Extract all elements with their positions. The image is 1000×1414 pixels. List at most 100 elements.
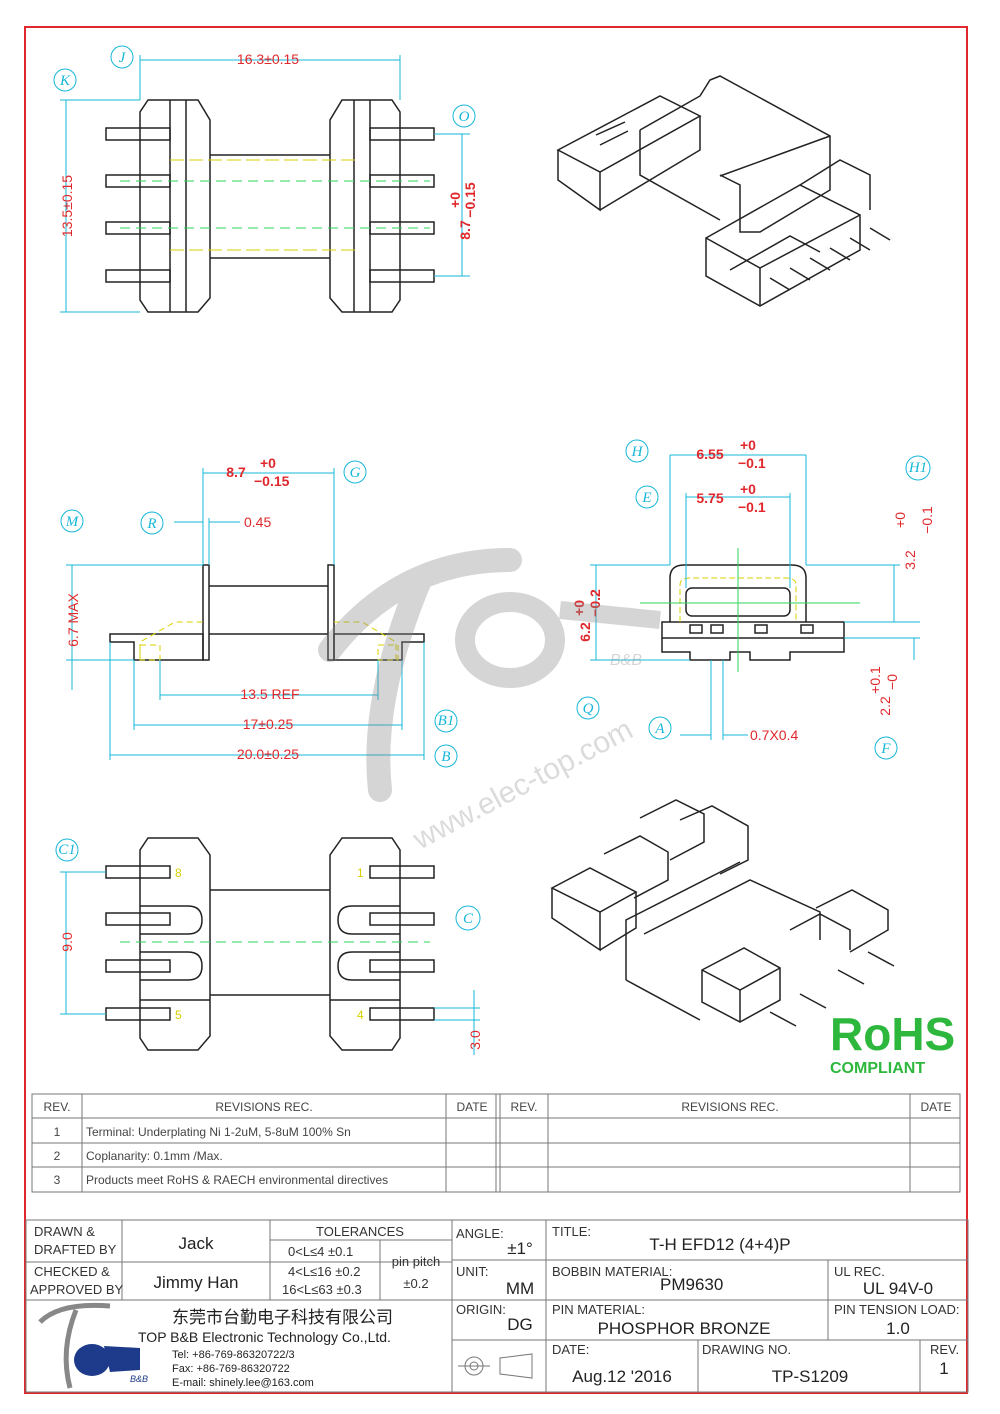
rev-header-rev: REV. — [44, 1100, 71, 1114]
drawn-label-2: DRAFTED BY — [34, 1242, 117, 1257]
checked-label-1: CHECKED & — [34, 1264, 110, 1279]
pin-tension-value: 1.0 — [886, 1319, 910, 1338]
dim-e-tol-minus: −0.1 — [738, 499, 766, 515]
drawn-by: Jack — [179, 1234, 214, 1253]
rev-header-rec-2: REVISIONS REC. — [681, 1100, 778, 1114]
dim-e-value: 5.75 — [696, 490, 723, 506]
dim-c1: 9.0 — [59, 932, 75, 952]
dim-pin-span-tol-plus: +0 — [447, 192, 463, 208]
dim-e-tol-plus: +0 — [740, 481, 756, 497]
isometric-view-bottom — [550, 799, 895, 1027]
checked-label-2: APPROVED BY — [30, 1282, 124, 1297]
company-name-cn: 东莞市台勤电子科技有限公司 — [172, 1308, 393, 1327]
label-q: Q — [583, 701, 594, 717]
pin-number-4: 4 — [357, 1008, 364, 1022]
dim-h-tol-minus: −0.1 — [738, 455, 766, 471]
dim-f: 2.2 — [877, 696, 893, 716]
date-value: Aug.12 '2016 — [572, 1367, 672, 1386]
pin-tension-label: PIN TENSION LOAD: — [834, 1302, 959, 1317]
dim-height: 13.5±0.15 — [59, 175, 75, 237]
date-label: DATE: — [552, 1342, 589, 1357]
label-g: G — [350, 465, 361, 481]
dim-r: 0.45 — [244, 514, 271, 530]
angle-value: ±1° — [507, 1239, 533, 1258]
label-m: M — [65, 514, 80, 530]
rev-row-3-text: Products meet RoHS & RAECH environmental… — [86, 1173, 388, 1187]
rev-row-1-text: Terminal: Underplating Ni 1-2uM, 5-8uM 1… — [86, 1125, 351, 1139]
pin-pitch-label: pin pitch — [392, 1254, 440, 1269]
bottom-view — [105, 837, 435, 1051]
dim-ref: 13.5 REF — [240, 686, 299, 702]
tolerance-1: 0<L≤4 ±0.1 — [288, 1244, 353, 1259]
rev-label: REV. — [930, 1342, 959, 1357]
drawing-border — [24, 26, 968, 1394]
dim-h1: 3.2 — [902, 550, 918, 570]
pin-number-1: 1 — [357, 866, 364, 880]
tolerance-3: 16<L≤63 ±0.3 — [282, 1282, 362, 1297]
origin-label: ORIGIN: — [456, 1302, 506, 1317]
rev-header-date: DATE — [456, 1100, 487, 1114]
pin-material-label: PIN MATERIAL: — [552, 1302, 645, 1317]
dim-width: 16.3±0.15 — [237, 51, 299, 67]
rev-row-2-text: Coplanarity: 0.1mm /Max. — [86, 1149, 223, 1163]
label-b: B — [441, 749, 450, 765]
dim-f-tol-plus: +0.1 — [867, 666, 883, 694]
dim-q-value: 6.2 — [577, 622, 593, 642]
drawing-no-value: TP-S1209 — [772, 1367, 849, 1386]
ul-rec-value: UL 94V-0 — [863, 1279, 933, 1298]
dim-b: 20.0±0.25 — [237, 746, 299, 762]
dim-max-height: 6.7 MAX — [65, 593, 81, 647]
dim-h1-tol-minus: −0.1 — [919, 506, 935, 534]
dim-g-tol-plus: +0 — [260, 455, 276, 471]
company-name-en: TOP B&B Electronic Technology Co.,Ltd. — [138, 1329, 391, 1345]
dim-h1-tol-plus: +0 — [892, 512, 908, 528]
watermark-logo-sub: B&B — [610, 652, 642, 669]
label-r: R — [146, 516, 156, 532]
label-a: A — [654, 721, 665, 737]
rev-header-rev-2: REV. — [511, 1100, 538, 1114]
tolerance-2: 4<L≤16 ±0.2 — [288, 1264, 360, 1279]
label-o: O — [459, 109, 470, 125]
pin-number-8: 8 — [175, 866, 182, 880]
pin-number-5: 5 — [175, 1008, 182, 1022]
dim-pin-span-tol-minus: −0.15 — [462, 182, 478, 218]
rohs-subtitle: COMPLIANT — [830, 1060, 925, 1077]
rohs-title: RoHS — [830, 1008, 955, 1060]
title-block — [25, 1219, 969, 1393]
dim-g-tol-minus: −0.15 — [254, 473, 290, 489]
label-j: J — [119, 50, 127, 66]
tolerances-label: TOLERANCES — [316, 1224, 404, 1239]
unit-value: MM — [506, 1279, 534, 1298]
rev-value: 1 — [939, 1359, 948, 1378]
watermark: B&B www.elec-top.com — [318, 548, 661, 857]
rev-row-1-num: 1 — [54, 1125, 61, 1139]
end-view — [661, 564, 845, 661]
dim-q-tol-minus: −0.2 — [587, 589, 603, 617]
label-e: E — [641, 490, 651, 506]
label-b1: B1 — [438, 713, 455, 729]
company-logo: B&B — [38, 1302, 148, 1389]
isometric-view-top — [556, 75, 891, 307]
rev-header-rec: REVISIONS REC. — [215, 1100, 312, 1114]
pin-pitch-value: ±0.2 — [403, 1276, 428, 1291]
rev-row-3-num: 3 — [54, 1173, 61, 1187]
company-email: E-mail: shinely.lee@163.com — [172, 1377, 314, 1389]
rev-header-date-2: DATE — [920, 1100, 951, 1114]
drawing-no-label: DRAWING NO. — [702, 1342, 791, 1357]
rohs-logo: RoHS COMPLIANT — [830, 1008, 955, 1077]
dim-f-tol-minus: −0 — [884, 674, 900, 690]
company-fax: Fax: +86-769-86320722 — [172, 1363, 290, 1375]
dim-q-tol-plus: +0 — [571, 600, 587, 616]
title-label: TITLE: — [552, 1224, 591, 1239]
label-h: H — [631, 444, 644, 460]
pin-material-value: PHOSPHOR BRONZE — [598, 1319, 771, 1338]
revisions-table — [31, 1093, 961, 1193]
bobbin-material-value: PM9630 — [660, 1275, 723, 1294]
watermark-url: www.elec-top.com — [407, 713, 638, 857]
company-tel: Tel: +86-769-86320722/3 — [172, 1349, 295, 1361]
drawn-label-1: DRAWN & — [34, 1224, 95, 1239]
label-c1: C1 — [58, 842, 76, 858]
label-h1: H1 — [908, 460, 927, 476]
dim-pin-size: 0.7X0.4 — [750, 727, 798, 743]
